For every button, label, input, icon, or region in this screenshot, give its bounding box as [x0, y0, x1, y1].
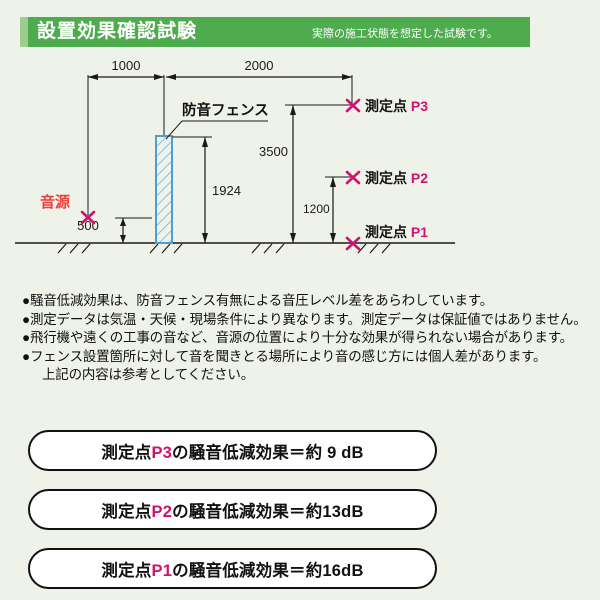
test-setup-diagram: 1000 2000 [0, 55, 600, 270]
label-sound-source: 音源 [40, 193, 70, 211]
dimension-1200: 1200 [303, 176, 348, 243]
notes-block: ●騒音低減効果は、防音フェンス有無による音圧レベル差をあらわしています。 ●測定… [22, 292, 587, 385]
fence-label-leader [165, 120, 268, 140]
result-point-id: P2 [151, 502, 173, 521]
label-p2: 測定点 P2 [365, 170, 428, 186]
note-item: ●騒音低減効果は、防音フェンス有無による音圧レベル差をあらわしています。 [22, 293, 494, 308]
result-prefix: 測定点 [101, 502, 152, 521]
header-subtitle: 実際の施工状態を想定した試験です。 [312, 28, 498, 40]
marker-p3 [345, 98, 361, 113]
svg-text:1000: 1000 [112, 58, 141, 73]
result-body: の騒音低減効果＝約16dB [172, 561, 364, 580]
result-box-p3: 測定点P3の騒音低減効果＝約 9 dB [28, 430, 437, 471]
dimension-500: 500 [77, 217, 152, 243]
result-text-p1: 測定点P1の騒音低減効果＝約16dB [101, 557, 363, 581]
measurement-point-leaders [293, 104, 352, 178]
svg-text:3500: 3500 [259, 144, 288, 159]
result-text-p2: 測定点P2の騒音低減効果＝約13dB [101, 498, 363, 522]
marker-sound-source [80, 210, 96, 225]
svg-text:1924: 1924 [212, 183, 241, 198]
result-point-id: P3 [151, 443, 173, 462]
marker-p2 [345, 170, 361, 185]
result-prefix: 測定点 [101, 561, 152, 580]
result-body: の騒音低減効果＝約13dB [172, 502, 364, 521]
dimension-1000: 1000 [88, 58, 164, 80]
dimension-3500: 3500 [259, 104, 345, 243]
ground-line [15, 242, 455, 254]
note-item: ●フェンス設置箇所に対して音を聞きとる場所により音の感じ方には個人差があります。 [22, 348, 547, 364]
soundproof-fence [155, 135, 173, 244]
svg-text:500: 500 [77, 218, 99, 233]
label-p3: 測定点 P3 [365, 98, 428, 114]
marker-p1 [345, 236, 361, 251]
label-p1: 測定点 P1 [365, 224, 428, 240]
result-text-p3: 測定点P3の騒音低減効果＝約 9 dB [101, 439, 363, 463]
note-item: 上記の内容は参考としてください。 [42, 367, 254, 382]
dimension-extension-lines [87, 75, 353, 215]
note-item: ●測定データは気温・天候・現場条件により異なります。測定データは保証値ではありま… [22, 311, 587, 327]
header-banner: 設置効果確認試験 実際の施工状態を想定した試験です。 [20, 17, 530, 47]
dimension-2000: 2000 [166, 58, 352, 80]
result-prefix: 測定点 [101, 443, 152, 462]
page-title: 設置効果確認試験 [37, 21, 198, 42]
fence-label: 防音フェンス [182, 101, 269, 119]
note-item: ●飛行機や遠くの工事の音など、音源の位置により十分な効果が得られない場合がありま… [22, 330, 573, 345]
svg-text:1200: 1200 [303, 202, 330, 216]
result-box-p1: 測定点P1の騒音低減効果＝約16dB [28, 548, 437, 589]
diagram-svg: 1000 2000 [15, 58, 455, 254]
dimension-1924: 1924 [172, 136, 241, 243]
result-box-p2: 測定点P2の騒音低減効果＝約13dB [28, 489, 437, 530]
result-point-id: P1 [151, 561, 173, 580]
svg-text:2000: 2000 [245, 58, 274, 73]
banner-accent-bar [20, 17, 28, 47]
result-body: の騒音低減効果＝約 9 dB [172, 443, 364, 462]
